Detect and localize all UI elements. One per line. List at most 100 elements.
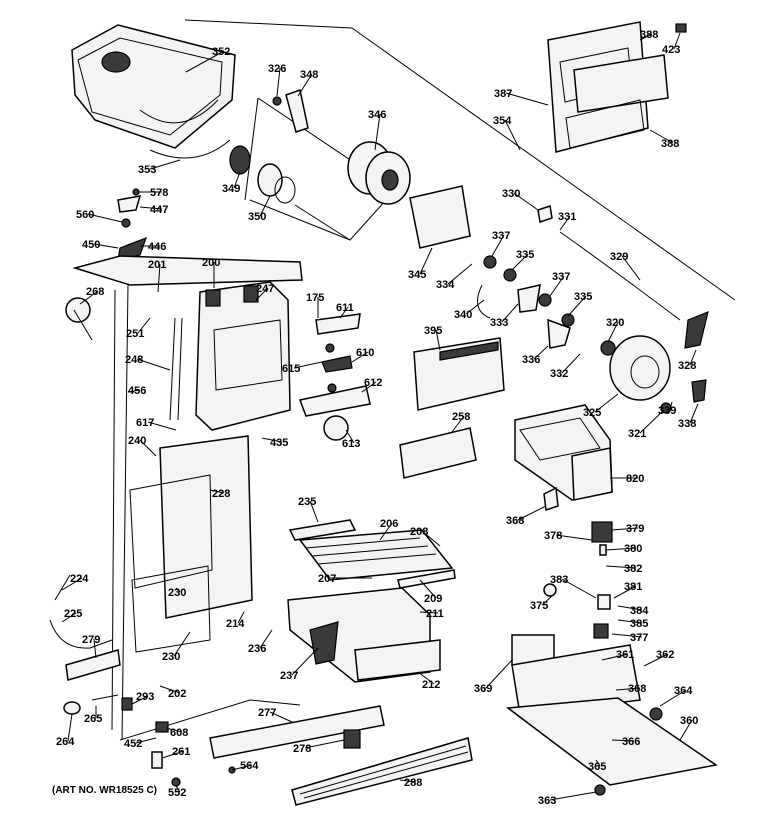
callout-381: 381: [613, 581, 642, 599]
callout-423: 423: [662, 32, 681, 56]
leader-line: [617, 619, 643, 624]
leader-line: [419, 611, 439, 614]
callout-number: 175: [306, 292, 324, 304]
callout-339: 339: [658, 401, 676, 417]
fan-housing: [195, 281, 291, 431]
callout-360: 360: [679, 715, 698, 741]
callout-number: 240: [128, 435, 146, 447]
callout-number: 248: [125, 354, 143, 366]
leader-line: [555, 534, 593, 541]
left-small-parts: [65, 188, 147, 341]
ice-bucket: [71, 24, 236, 149]
motor-plate: [409, 185, 471, 249]
callout-number: 334: [436, 279, 455, 291]
callout-number: 377: [630, 632, 648, 644]
callout-number: 361: [616, 649, 634, 661]
callout-number: 560: [76, 209, 94, 221]
callout-number: 202: [168, 688, 186, 700]
callout-247: 247: [255, 283, 274, 301]
callout-237: 237: [280, 647, 319, 682]
leader-line: [605, 565, 637, 569]
callout-number: 395: [424, 325, 442, 337]
leader-line: [419, 247, 433, 275]
callout-number: 388: [640, 29, 658, 41]
callout-number: 820: [626, 473, 644, 485]
callout-820: 820: [610, 473, 644, 485]
leader-line: [147, 421, 177, 431]
leader-line: [297, 73, 313, 97]
leader-line: [613, 585, 637, 599]
callout-number: 382: [624, 563, 642, 575]
ice-maker: [514, 404, 613, 501]
callout-329: 329: [610, 251, 641, 281]
callout-364: 364: [659, 685, 693, 707]
callout-383: 383: [550, 574, 597, 599]
callout-number: 383: [550, 574, 568, 586]
callout-number: 207: [318, 573, 336, 585]
callout-236: 236: [248, 629, 273, 655]
leader-line: [505, 92, 549, 106]
callout-346: 346: [368, 109, 386, 151]
leader-line: [137, 317, 151, 334]
callout-337: 337: [491, 230, 510, 257]
heater-parts: [49, 574, 121, 681]
bail-wire: [149, 139, 231, 159]
callout-379: 379: [611, 523, 644, 535]
callout-number: 335: [516, 249, 534, 261]
leader-line: [175, 785, 181, 793]
leader-line: [173, 631, 191, 657]
callout-number: 354: [493, 115, 512, 127]
callout-225: 225: [61, 608, 82, 623]
leader-line: [135, 737, 157, 744]
callout-264: 264: [56, 713, 75, 748]
callout-number: 264: [56, 736, 75, 748]
callout-277: 277: [258, 707, 293, 723]
leader-line: [361, 381, 377, 393]
leader-line: [93, 243, 119, 249]
evaporator: [129, 435, 253, 653]
callout-248: 248: [125, 354, 171, 371]
callout-384: 384: [617, 605, 649, 617]
callout-number: 552: [168, 787, 186, 799]
fan-parts: [298, 313, 371, 441]
callout-446: 446: [140, 241, 166, 253]
callout-435: 435: [261, 437, 288, 449]
callout-number: 335: [574, 291, 592, 303]
callout-number: 326: [268, 63, 286, 75]
callout-number: 268: [86, 286, 104, 298]
leader-line: [421, 530, 441, 547]
callout-number: 337: [492, 230, 510, 242]
callout-450: 450: [82, 239, 119, 251]
ice-maker-motor: [609, 311, 709, 414]
callout-number: 288: [404, 777, 422, 789]
leader-line: [659, 689, 687, 707]
callout-number: 321: [628, 428, 646, 440]
callout-number: 333: [490, 317, 508, 329]
callout-200: 200: [202, 257, 220, 288]
callout-353: 353: [138, 159, 181, 176]
leader-line: [435, 329, 441, 351]
callout-235: 235: [298, 496, 319, 523]
leader-line: [165, 727, 183, 733]
callout-number: 236: [248, 643, 266, 655]
leader-line: [157, 263, 161, 293]
leader-line: [485, 659, 513, 689]
leader-line: [607, 321, 619, 343]
callout-288: 288: [399, 777, 422, 789]
callout-612: 612: [361, 377, 382, 393]
callout-336: 336: [522, 345, 549, 366]
leader-line: [679, 719, 693, 741]
leader-line: [517, 505, 547, 521]
callout-number: 446: [148, 241, 166, 253]
callout-number: 325: [583, 407, 601, 419]
callout-number: 228: [212, 488, 230, 500]
leader-line: [185, 50, 225, 73]
callout-number: 456: [128, 385, 146, 397]
callout-352: 352: [185, 46, 230, 73]
callout-number: 378: [544, 530, 562, 542]
leader-line: [309, 500, 319, 523]
leader-line: [255, 287, 269, 301]
leader-line: [605, 547, 637, 551]
leader-line: [611, 633, 643, 638]
leader-line: [451, 415, 465, 433]
